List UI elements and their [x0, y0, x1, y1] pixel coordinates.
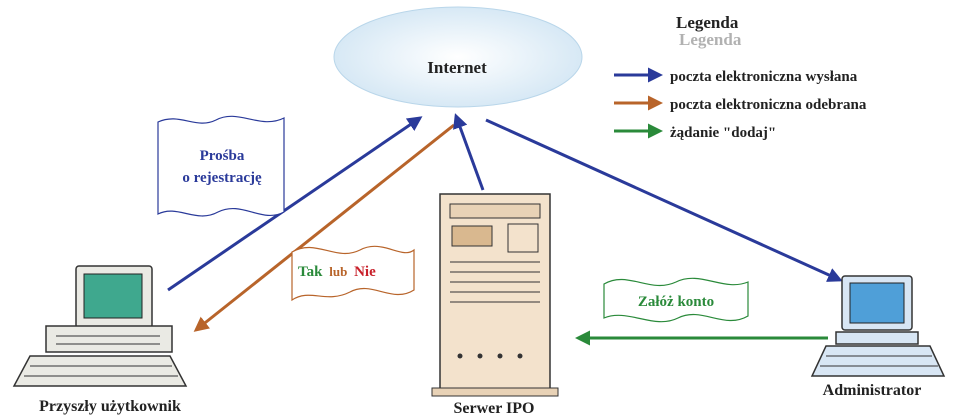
- server-label: Serwer IPO: [453, 400, 534, 417]
- legend-label-sent: poczta elektroniczna wysłana: [670, 69, 858, 85]
- document-create-account: Załóż konto: [603, 277, 749, 323]
- document-reply: Tak lub Nie: [291, 245, 415, 302]
- legend-label-received: poczta elektroniczna odebrana: [670, 97, 867, 113]
- legend-title-shadow: Legenda: [679, 30, 742, 49]
- create-account-label: Załóż konto: [638, 294, 714, 310]
- arrow-internet-to-user: [193, 123, 455, 332]
- user-label: Przyszły użytkownik: [39, 398, 181, 415]
- reply-text: Tak lub Nie: [298, 264, 376, 280]
- arrow-internet-to-admin: [485, 118, 843, 282]
- reply-yes: Tak: [298, 264, 323, 280]
- reply-no: Nie: [354, 264, 376, 280]
- internet-label: Internet: [427, 58, 487, 77]
- admin-computer-icon: [810, 275, 946, 377]
- admin-label: Administrator: [823, 382, 922, 399]
- arrow-user-to-internet: [167, 116, 423, 292]
- user-computer-icon: [12, 265, 188, 387]
- request-line2: o rejestrację: [182, 170, 262, 186]
- internet-cloud: Internet: [333, 6, 583, 108]
- legend-title: Legenda: [676, 13, 739, 32]
- legend: Legenda Legenda poczta elektroniczna wys…: [614, 13, 867, 141]
- server-icon: [431, 193, 559, 397]
- reply-or: lub: [329, 264, 347, 279]
- arrow-server-to-internet: [453, 113, 485, 191]
- request-line1: Prośba: [200, 148, 245, 164]
- legend-label-request: żądanie "dodaj": [670, 125, 776, 141]
- document-request: Prośba o rejestrację: [157, 115, 285, 217]
